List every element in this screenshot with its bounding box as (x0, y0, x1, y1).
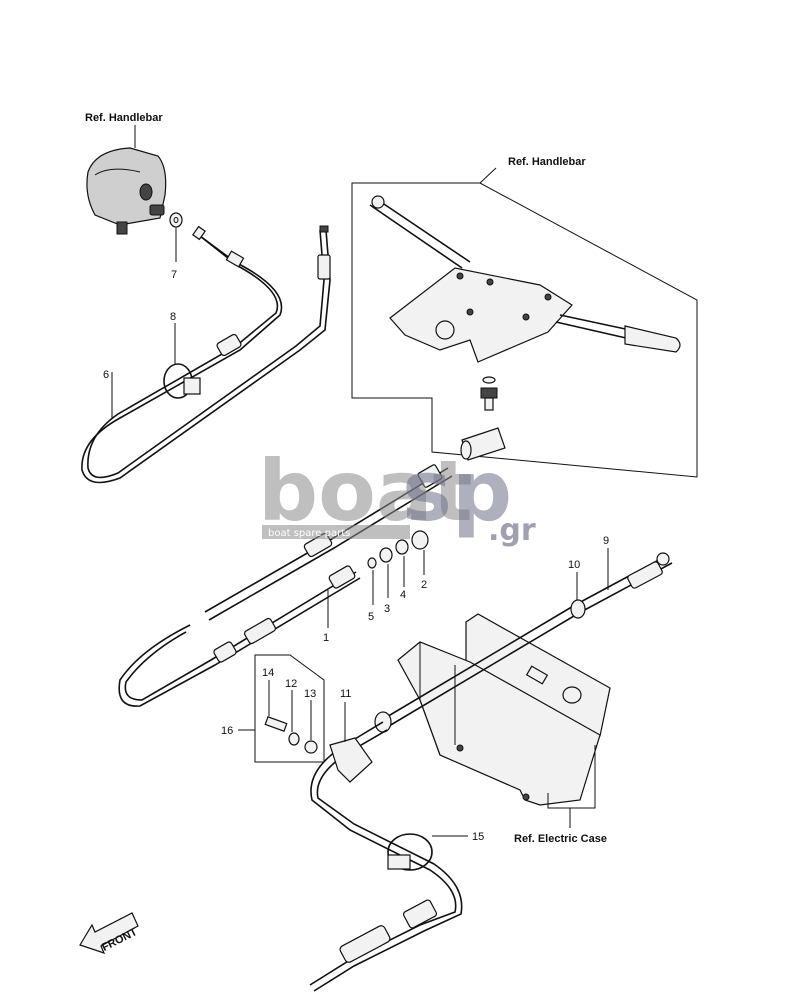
ref-handlebar-top-label: Ref. Handlebar (85, 112, 163, 124)
callout-15: 15 (472, 831, 484, 843)
callout-7: 7 (171, 269, 177, 281)
front-arrow-icon: FRONT (79, 912, 139, 954)
callout-12: 12 (285, 678, 297, 690)
throttle-cable-6 (81, 225, 331, 484)
callout-2: 2 (421, 579, 427, 591)
watermark-brand-a: boat (258, 442, 473, 540)
watermark-logo: boat sp .gr boat spare parts (258, 442, 536, 548)
bolt-set-inset (238, 654, 325, 763)
callout-14: 14 (262, 667, 274, 679)
washer-7 (169, 212, 183, 262)
callout-8: 8 (170, 311, 176, 323)
cable-clamp-8 (163, 323, 201, 399)
callout-6: 6 (103, 369, 109, 381)
callout-9: 9 (603, 535, 609, 547)
lower-cable (309, 702, 468, 992)
callout-3: 3 (384, 603, 390, 615)
callout-11: 11 (340, 688, 351, 700)
callout-5: 5 (368, 611, 374, 623)
watermark-tagline: boat spare parts (268, 528, 350, 539)
throttle-cable-1 (118, 464, 453, 707)
handlebar-switch-housing (86, 125, 167, 235)
electric-case-bracket (397, 613, 611, 828)
callout-1: 1 (323, 632, 329, 644)
callout-4: 4 (400, 589, 406, 601)
ref-handlebar-right-label: Ref. Handlebar (508, 156, 586, 168)
small-parts-2-5 (367, 530, 429, 605)
watermark-suffix: .gr (488, 513, 536, 548)
callout-13: 13 (304, 688, 316, 700)
cable-9 (374, 548, 673, 733)
callout-10: 10 (568, 559, 580, 571)
watermark-brand-b: sp (402, 442, 512, 540)
ref-electric-case-label: Ref. Electric Case (514, 833, 607, 845)
handlebar-inset-box (351, 167, 698, 478)
callout-16: 16 (221, 725, 233, 737)
